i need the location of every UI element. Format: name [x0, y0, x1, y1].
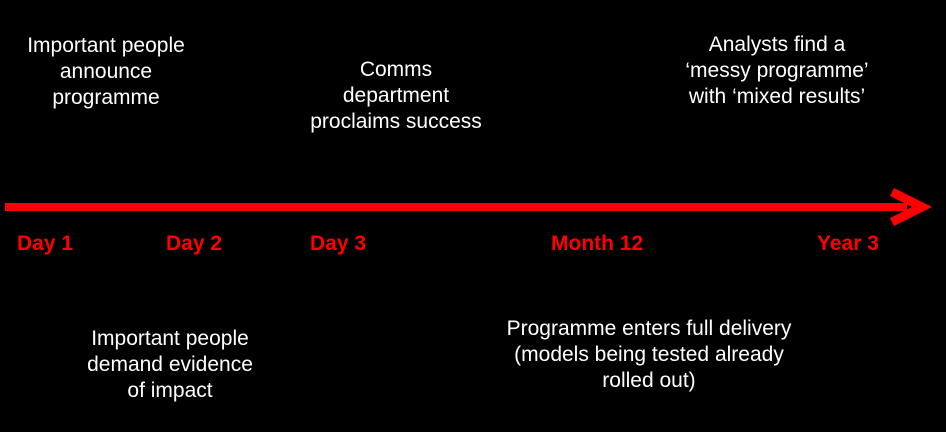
timeline-label-month-12: Month 12: [551, 232, 644, 255]
timeline-right-arrow-icon: [5, 187, 933, 227]
timeline-label-day-2: Day 2: [166, 232, 223, 255]
note-demand-evidence: Important people demand evidence of impa…: [87, 327, 253, 402]
note-announce-programme: Important people announce programme: [27, 34, 185, 109]
note-analysts-findings: Analysts find a ‘messy programme’ with ‘…: [685, 33, 869, 108]
timeline-label-year-3: Year 3: [817, 232, 879, 255]
note-full-delivery: Programme enters full delivery (models b…: [506, 317, 792, 392]
timeline-label-day-3: Day 3: [310, 232, 367, 255]
note-comms-success: Comms department proclaims success: [310, 58, 482, 133]
timeline-label-day-1: Day 1: [17, 232, 74, 255]
